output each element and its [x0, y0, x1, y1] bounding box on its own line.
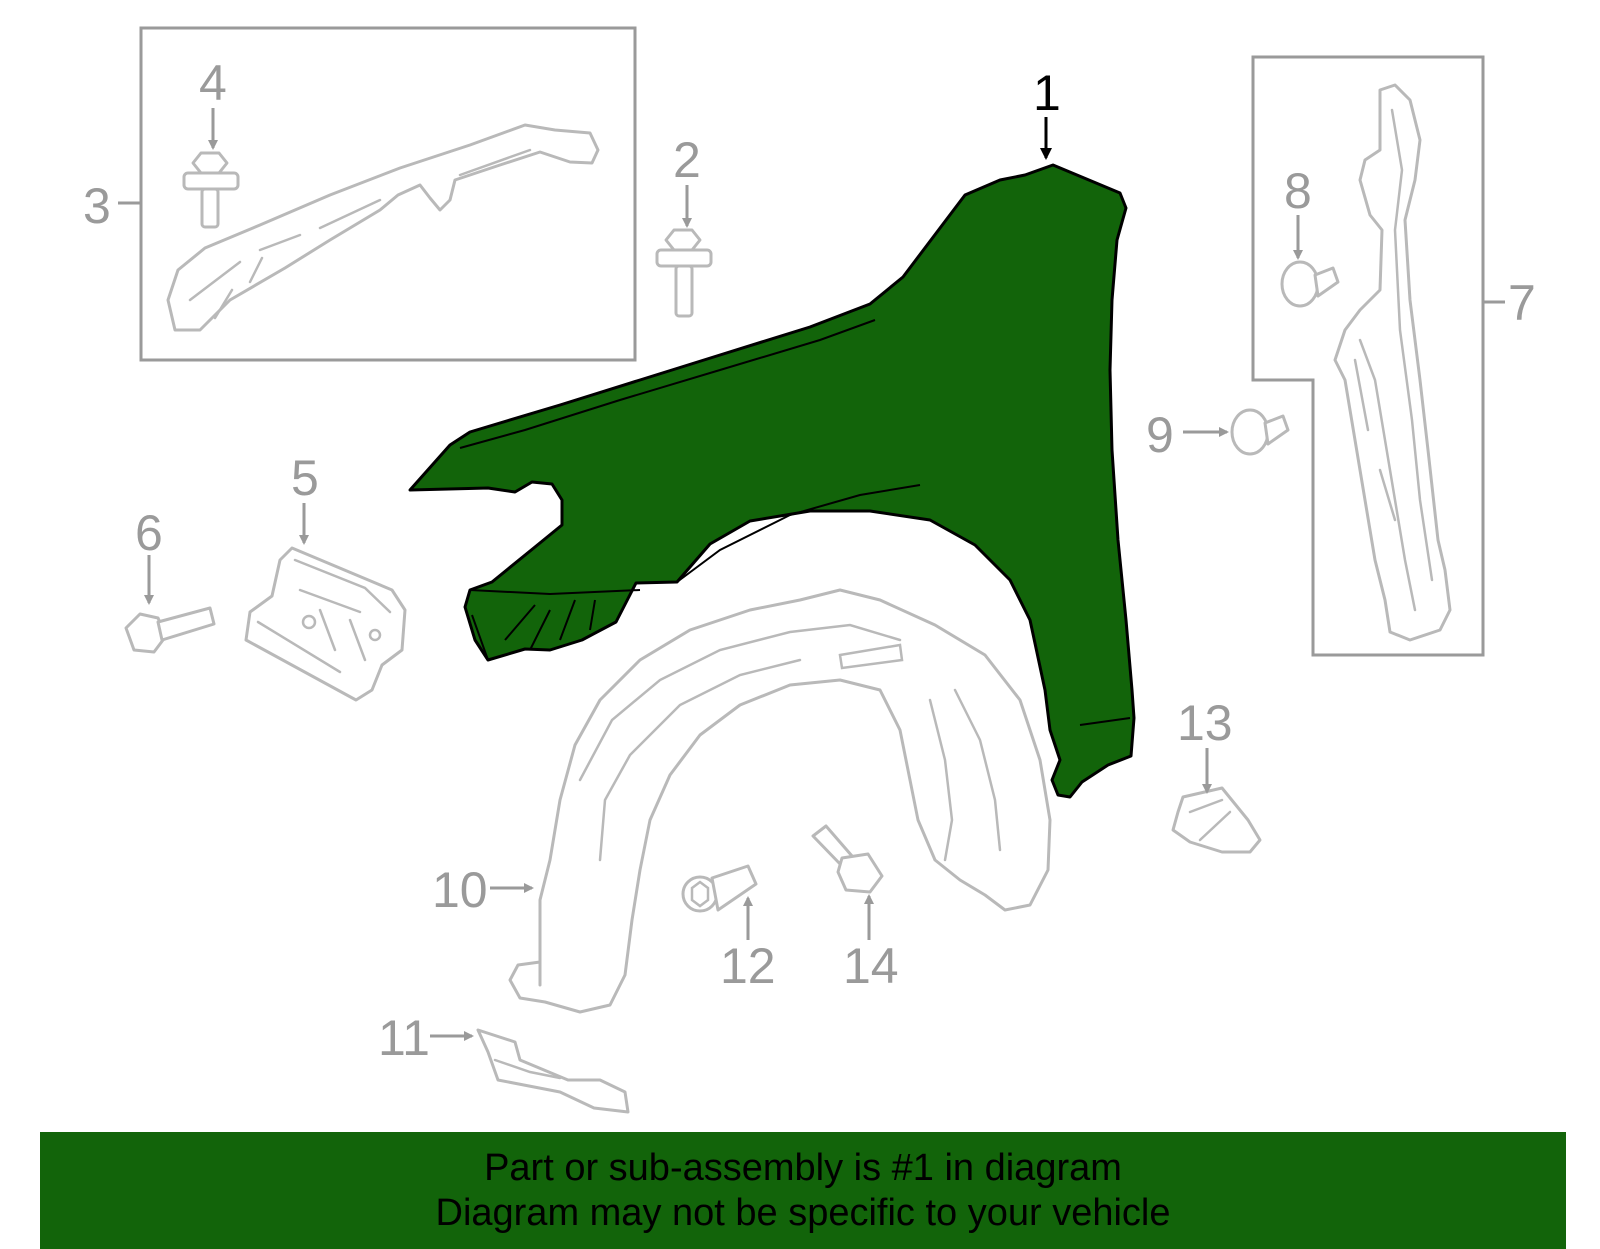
part-12-bolt [681, 864, 758, 913]
banner-line-2: Diagram may not be specific to your vehi… [435, 1191, 1171, 1234]
callout-12: 12 [720, 938, 776, 994]
callout-11: 11 [378, 1010, 430, 1066]
callout-13: 13 [1177, 695, 1233, 751]
banner-line-1: Part or sub-assembly is #1 in diagram [484, 1146, 1122, 1189]
part-3-bracket [166, 123, 600, 332]
callout-8: 8 [1284, 163, 1312, 219]
callout-9: 9 [1146, 407, 1174, 463]
info-banner: Part or sub-assembly is #1 in diagram Di… [40, 1132, 1566, 1249]
group-box-7 [1251, 55, 1485, 657]
callout-3: 3 [83, 178, 111, 234]
part-10-liner [508, 588, 1052, 1014]
part-6-bolt [124, 606, 216, 654]
part-1-fender [408, 163, 1136, 799]
callout-10: 10 [432, 862, 488, 918]
part-7-seal [1333, 83, 1452, 642]
part-9-clip [1230, 408, 1290, 456]
part-13-pad [1171, 786, 1262, 854]
callout-1: 1 [1033, 65, 1061, 121]
part-2-bolt [655, 228, 713, 318]
part-4-bolt [182, 151, 240, 229]
part-14-screw [811, 824, 884, 894]
part-11-strip [476, 1028, 630, 1114]
callout-6: 6 [135, 505, 163, 561]
callout-14: 14 [843, 938, 899, 994]
part-8-clip [1280, 260, 1340, 308]
callout-7: 7 [1508, 275, 1536, 331]
callout-4: 4 [199, 55, 227, 111]
group-box-3 [139, 26, 637, 362]
callout-2: 2 [673, 132, 701, 188]
callout-5: 5 [291, 450, 319, 506]
